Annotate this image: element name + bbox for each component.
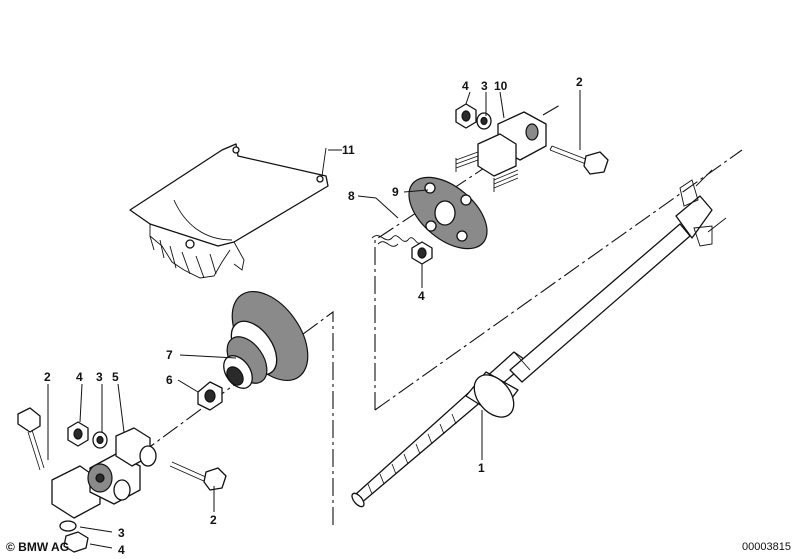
callout-4-upper: 4 xyxy=(462,79,469,93)
callout-4-coupling: 4 xyxy=(418,289,425,303)
leader-lines xyxy=(47,90,581,549)
callout-3-upper: 3 xyxy=(481,79,488,93)
lower-left-bolt xyxy=(17,407,45,471)
upper-nut-and-washer xyxy=(455,103,492,130)
callout-11: 11 xyxy=(342,143,355,157)
boot-nut xyxy=(197,381,223,411)
callout-4-lower: 4 xyxy=(76,370,83,384)
upper-clamp-bolt xyxy=(549,145,609,175)
callout-3-lower: 3 xyxy=(96,370,103,384)
callout-6: 6 xyxy=(166,373,173,387)
callout-2-lower-right: 2 xyxy=(210,513,217,527)
callout-7: 7 xyxy=(166,348,173,362)
document-number: 00003815 xyxy=(742,541,791,553)
assembly-axis-lines xyxy=(131,104,743,525)
bottom-nut-and-washer xyxy=(59,520,89,553)
callout-2-upper: 2 xyxy=(576,75,583,89)
lower-universal-joint xyxy=(51,427,157,519)
callout-labels: 1 2 2 2 3 3 3 4 4 4 4 5 6 7 8 9 10 11 xyxy=(44,75,583,557)
mounting-bracket xyxy=(129,143,329,279)
callout-3-bottom: 3 xyxy=(118,526,125,540)
callout-5: 5 xyxy=(112,370,119,384)
coupling-nut xyxy=(411,241,433,265)
copyright-notice: © BMW AG xyxy=(6,540,70,554)
callout-9: 9 xyxy=(392,185,399,199)
flexible-coupling-disc xyxy=(408,176,488,250)
upper-clamp-assembly xyxy=(455,111,547,192)
callout-8: 8 xyxy=(348,189,355,203)
coupling-spring xyxy=(371,235,423,247)
callout-2-lower-left: 2 xyxy=(44,370,51,384)
lower-right-bolt xyxy=(169,461,227,491)
callout-1: 1 xyxy=(478,461,485,475)
rubber-boot xyxy=(223,290,309,389)
steering-shaft xyxy=(351,169,727,508)
lower-nut-and-washer xyxy=(67,421,108,449)
callout-10: 10 xyxy=(494,79,508,93)
callout-4-bottom: 4 xyxy=(118,543,125,557)
